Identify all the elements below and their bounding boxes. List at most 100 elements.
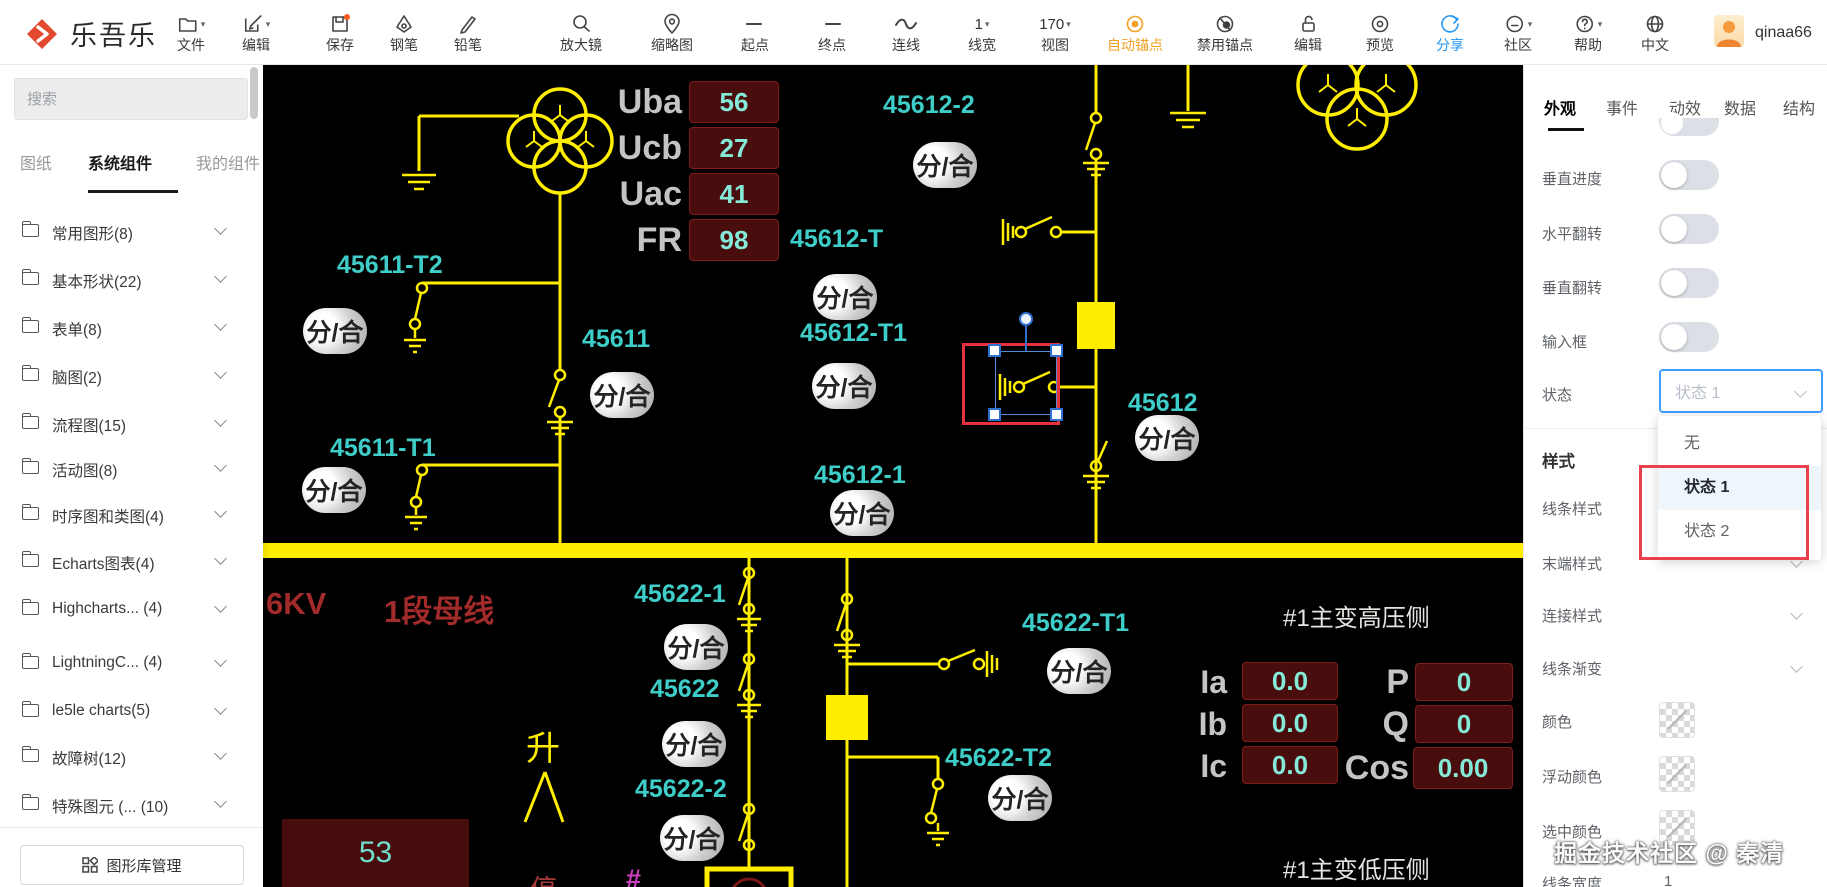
switch-state-badge-45612[interactable]: 分/合 <box>1135 415 1199 461</box>
rotate-handle[interactable] <box>1019 312 1033 326</box>
resize-handle-ne[interactable] <box>1050 344 1063 357</box>
switch-state-badge-45612-T1[interactable]: 分/合 <box>812 363 876 409</box>
sidebar-item-forms[interactable]: 表单(8) <box>0 311 263 345</box>
annotation-selected-element <box>962 343 1060 425</box>
switch-state-badge-45622-2[interactable]: 分/合 <box>660 815 724 861</box>
chevron-down-icon[interactable] <box>214 505 227 518</box>
sidebar-item-echarts[interactable]: Echarts图表(4) <box>0 545 263 579</box>
toolbar-item-editlock[interactable]: 编辑 <box>1294 0 1322 65</box>
panel-tab-events[interactable]: 事件 <box>1606 101 1639 118</box>
toolbar-item-autoanchor[interactable]: 自动锚点 <box>1107 0 1163 65</box>
panel-tab-structure[interactable]: 结构 <box>1783 101 1816 118</box>
switch-state-badge-45622[interactable]: 分/合 <box>662 721 726 767</box>
chevron-down-icon[interactable] <box>1790 660 1803 673</box>
toolbar-item-help[interactable]: ▾ 帮助 <box>1574 0 1602 65</box>
switch-state-badge-45611-T1[interactable]: 分/合 <box>302 467 366 513</box>
chevron-down-icon[interactable] <box>214 795 227 808</box>
search-input[interactable] <box>14 78 248 120</box>
color-swatch[interactable] <box>1659 702 1695 738</box>
resize-handle-sw[interactable] <box>988 408 1001 421</box>
sidebar-item-special-elements[interactable]: 特殊图元 (... (10) <box>0 788 263 822</box>
chevron-down-icon[interactable] <box>214 459 227 472</box>
toolbar-item-pen[interactable]: 钢笔 <box>390 0 418 65</box>
sidebar-item-sequence-class[interactable]: 时序图和类图(4) <box>0 498 263 532</box>
sidebar-item-common-shapes[interactable]: 常用图形(8) <box>0 215 263 249</box>
toggle-vertical-flip[interactable] <box>1659 268 1719 298</box>
switch-state-badge-45622-T2[interactable]: 分/合 <box>988 775 1052 821</box>
tab-my-components[interactable]: 我的组件 <box>196 156 261 173</box>
chevron-down-icon[interactable] <box>214 747 227 760</box>
sidebar-item-fault-tree[interactable]: 故障树(12) <box>0 740 263 774</box>
chevron-down-icon[interactable] <box>1790 607 1803 620</box>
toolbar-item-magnifier[interactable]: 放大镜 <box>560 0 602 65</box>
toolbar-item-linewidth[interactable]: 1▾ 线宽 <box>968 0 996 65</box>
toolbar-item-view[interactable]: 170▾ 视图 <box>1039 0 1071 65</box>
dropdown-option-state1[interactable]: 状态 1 <box>1658 466 1821 510</box>
panel-tab-appearance[interactable]: 外观 <box>1544 101 1577 118</box>
app-logo[interactable]: 乐吾乐 <box>24 14 157 53</box>
toolbar-item-preview[interactable]: 预览 <box>1366 0 1394 65</box>
resize-handle-se[interactable] <box>1050 408 1063 421</box>
switch-state-badge-45612-T[interactable]: 分/合 <box>813 274 877 320</box>
toggle-horizontal-flip[interactable] <box>1659 214 1719 244</box>
sidebar-scrollbar[interactable] <box>250 67 258 119</box>
toggle-input-box[interactable] <box>1659 322 1719 352</box>
toggle-vertical-progress[interactable] <box>1659 160 1719 190</box>
canvas[interactable]: 45611-T2 45611 45611-T1 45612-2 45612-T … <box>263 65 1523 887</box>
switch-state-badge-45612-2[interactable]: 分/合 <box>913 142 977 188</box>
chevron-down-icon[interactable] <box>214 654 227 667</box>
toolbar-item-save[interactable]: 保存 <box>326 0 354 65</box>
tab-system-components[interactable]: 系统组件 <box>88 156 153 173</box>
toolbar-item-endpoint[interactable]: 终点 <box>818 0 846 65</box>
sidebar-item-flowchart[interactable]: 流程图(15) <box>0 407 263 441</box>
username[interactable]: qinaa66 <box>1755 23 1812 41</box>
toolbar-item-pencil[interactable]: 铅笔 <box>454 0 482 65</box>
switch-state-badge-45622-1[interactable]: 分/合 <box>664 624 728 670</box>
hover-color-swatch[interactable] <box>1659 756 1695 792</box>
toolbar-item-thumbnail[interactable]: 缩略图 <box>651 0 693 65</box>
sidebar-item-activity[interactable]: 活动图(8) <box>0 452 263 486</box>
toolbar-item-file[interactable]: ▾ 文件 <box>177 0 205 65</box>
chevron-down-icon[interactable] <box>214 702 227 715</box>
switch-state-badge-45622-T1[interactable]: 分/合 <box>1047 648 1111 694</box>
sidebar-item-basic-shapes[interactable]: 基本形状(22) <box>0 263 263 297</box>
user-avatar[interactable] <box>1714 15 1744 47</box>
toolbar-item-startpoint[interactable]: 起点 <box>741 0 769 65</box>
chevron-down-icon[interactable] <box>214 414 227 427</box>
row-label-end-style: 末端样式 <box>1542 556 1603 573</box>
folder-icon <box>22 504 39 520</box>
panel-tab-data[interactable]: 数据 <box>1724 101 1757 118</box>
switch-state-badge-45611-T2[interactable]: 分/合 <box>303 308 367 354</box>
chevron-down-icon[interactable] <box>214 600 227 613</box>
device-label-45622-T2: 45622-T2 <box>945 744 1053 772</box>
toolbar-item-disableanchor[interactable]: 禁用锚点 <box>1197 0 1253 65</box>
sidebar-item-le5le-charts[interactable]: le5le charts(5) <box>0 695 263 729</box>
dropdown-option-none[interactable]: 无 <box>1684 435 1701 452</box>
sidebar-item-highcharts[interactable]: Highcharts... (4) <box>0 593 263 627</box>
sidebar-item-mindmap[interactable]: 脑图(2) <box>0 359 263 393</box>
selected-color-swatch[interactable] <box>1659 810 1695 846</box>
device-label-45622-1: 45622-1 <box>634 580 726 608</box>
dropdown-option-state2[interactable]: 状态 2 <box>1684 523 1730 540</box>
chevron-down-icon[interactable] <box>214 318 227 331</box>
state-select[interactable]: 状态 1 <box>1659 369 1823 413</box>
toolbar-item-connect[interactable]: 连线 <box>892 0 920 65</box>
disable-anchor-icon <box>1214 12 1236 36</box>
chevron-down-icon[interactable] <box>214 222 227 235</box>
chevron-down-icon[interactable] <box>214 552 227 565</box>
measure-label-ucb: Ucb <box>617 129 682 167</box>
library-manage-button[interactable]: 图形库管理 <box>20 845 244 885</box>
magnifier-icon <box>570 12 592 36</box>
switch-state-badge-45611[interactable]: 分/合 <box>590 372 654 418</box>
switch-state-badge-45612-1[interactable]: 分/合 <box>830 490 894 536</box>
chevron-down-icon[interactable] <box>214 270 227 283</box>
toolbar-item-edit[interactable]: ▾ 编辑 <box>242 0 270 65</box>
toolbar-item-language[interactable]: 中文 <box>1641 0 1669 65</box>
resize-handle-nw[interactable] <box>988 344 1001 357</box>
chevron-down-icon[interactable] <box>214 366 227 379</box>
toolbar-item-share[interactable]: 分享 <box>1436 0 1464 65</box>
row-label-hover-color: 浮动颜色 <box>1542 769 1603 786</box>
sidebar-item-lightningchart[interactable]: LightningC... (4) <box>0 647 263 681</box>
toolbar-item-community[interactable]: ▾ 社区 <box>1504 0 1532 65</box>
tab-drawings[interactable]: 图纸 <box>20 156 53 173</box>
